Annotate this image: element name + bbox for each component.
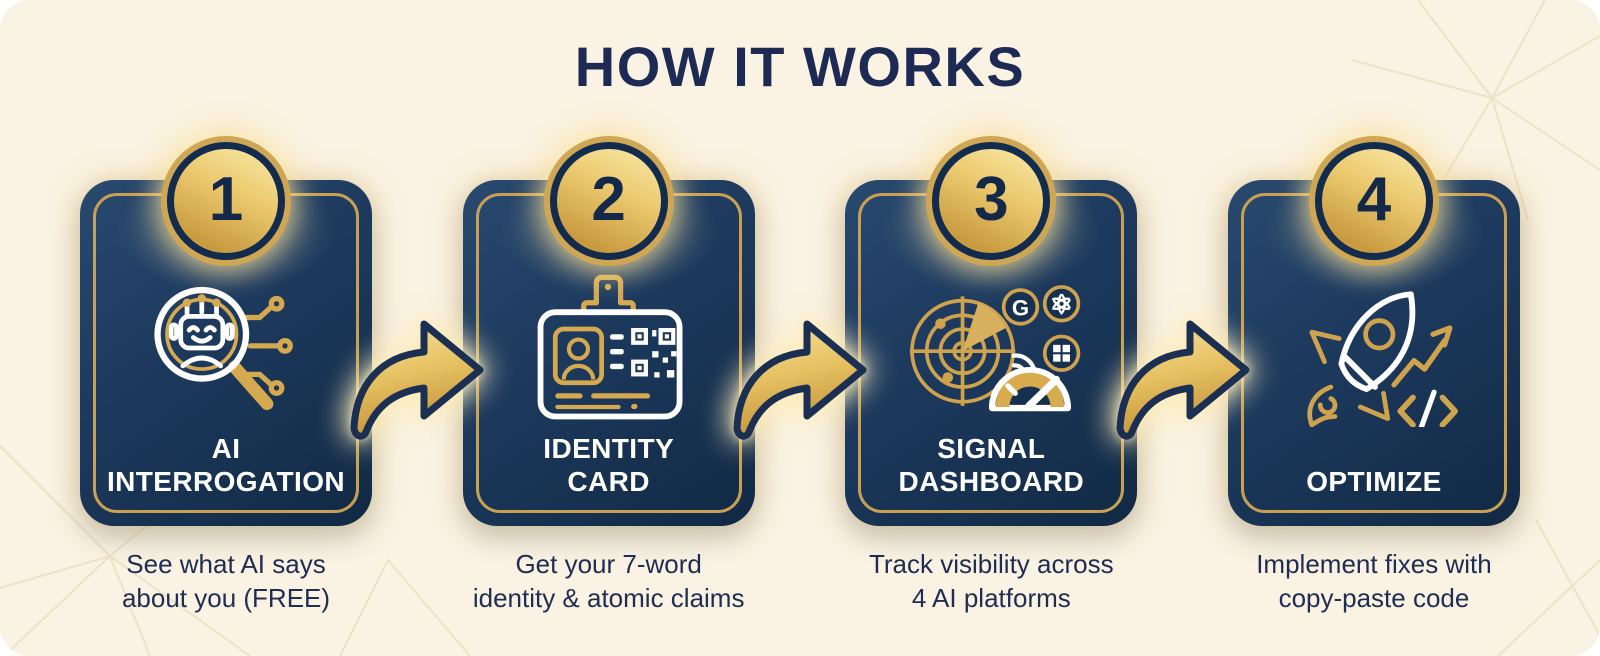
step-title: SIGNAL DASHBOARD: [898, 433, 1085, 497]
openai-badge-icon: [1043, 285, 1081, 323]
step-4-number-badge: 4: [1314, 142, 1433, 260]
step-title: AI INTERROGATION: [106, 433, 345, 497]
svg-text:G: G: [1012, 295, 1029, 320]
step-caption: See what AI says about you (FREE): [121, 549, 331, 613]
google-badge-icon: G: [1002, 288, 1040, 326]
step-number: 1: [208, 164, 244, 234]
microsoft-badge-icon: [1043, 334, 1081, 372]
step-caption: Get your 7-word identity & atomic claims: [472, 549, 745, 613]
radar-icon: [910, 296, 1016, 406]
gauge-icon: [989, 366, 1072, 412]
step-title: IDENTITY CARD: [543, 433, 675, 497]
step-number: 4: [1356, 164, 1392, 234]
step-4: 4: [1227, 142, 1520, 650]
step-2: 2: [462, 142, 755, 650]
rocket-flame: [1307, 384, 1338, 427]
step-3-number-badge: 3: [932, 142, 1051, 260]
step-1-number-badge: 1: [167, 142, 285, 260]
step-2-number-badge: 2: [549, 142, 668, 260]
step-4-card: 4: [1227, 142, 1520, 526]
step-title: OPTIMIZE: [1306, 465, 1442, 497]
code-brackets: [1397, 389, 1458, 427]
step-number: 3: [974, 164, 1009, 234]
steps-row: 1: [80, 142, 1520, 650]
curved-arrow-icon: [350, 320, 484, 440]
step-3: 3 G: [845, 142, 1138, 650]
step-caption: Implement fixes with copy-paste code: [1256, 549, 1492, 613]
ai-magnifier-robot-icon: [154, 286, 293, 411]
radar-dashboard-icon: G: [910, 285, 1081, 412]
rocket-fins: [1309, 329, 1391, 421]
step-2-card: 2: [462, 142, 755, 526]
curved-arrow-icon: [733, 320, 867, 440]
curved-arrow-icon: [1116, 320, 1250, 440]
page-title: HOW IT WORKS: [574, 35, 1026, 98]
step-number: 2: [591, 164, 626, 234]
identity-card-icon: [537, 274, 683, 420]
step-1-card: 1: [80, 142, 372, 526]
step-3-card: 3 G: [845, 142, 1138, 526]
rocket-optimize-icon: [1307, 291, 1458, 427]
rocket-body: [1338, 291, 1416, 392]
growth-arrow: [1391, 325, 1453, 388]
step-1: 1: [80, 142, 372, 650]
step-caption: Track visibility across 4 AI platforms: [868, 549, 1114, 613]
